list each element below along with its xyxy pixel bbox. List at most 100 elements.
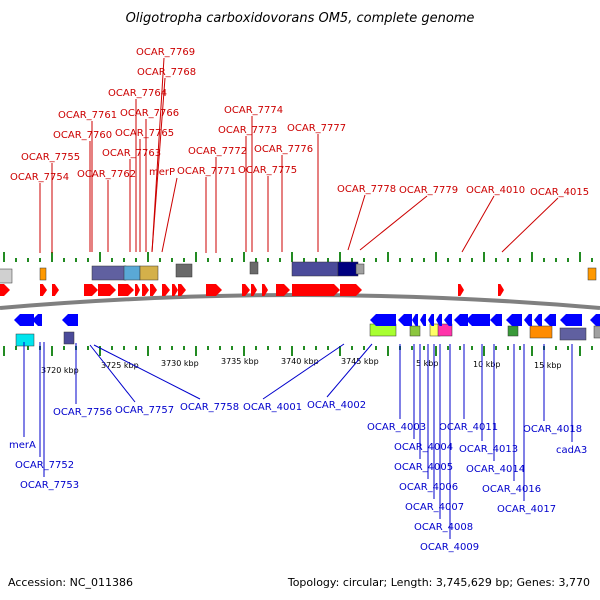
- feature-block: [559, 327, 587, 341]
- gene-label-cada3: cadA3: [556, 445, 587, 456]
- gene-label-ocar-4003: OCAR_4003: [367, 422, 426, 433]
- gene-label-ocar-7760: OCAR_7760: [53, 130, 112, 141]
- gene-arrow-forward: [40, 284, 47, 296]
- gene-arrow-forward: [178, 284, 186, 296]
- gene-arrow-reverse: [490, 314, 502, 326]
- feature-block: [337, 261, 359, 277]
- gene-label-ocar-4016: OCAR_4016: [482, 484, 541, 495]
- feature-block: [175, 263, 193, 278]
- feature-block: [355, 263, 365, 275]
- gene-arrow-forward: [242, 284, 250, 296]
- gene-arrow-forward: [251, 284, 257, 296]
- gene-arrow-forward: [458, 284, 464, 296]
- feature-block: [139, 265, 159, 281]
- gene-label-ocar-7753: OCAR_7753: [20, 480, 79, 491]
- feature-block: [587, 267, 597, 281]
- scale-label-5-kbp: 5 kbp: [416, 359, 438, 368]
- gene-label-ocar-4008: OCAR_4008: [414, 522, 473, 533]
- gene-arrow-reverse: [544, 314, 556, 326]
- gene-arrow-reverse: [524, 314, 532, 326]
- gene-arrow-reverse: [70, 314, 78, 326]
- gene-label-ocar-7754: OCAR_7754: [10, 172, 69, 183]
- label-leader-ocar-4002: [326, 343, 373, 398]
- label-leader-ocar-7778: [347, 194, 366, 251]
- label-leader-ocar-4015: [501, 197, 559, 253]
- gene-arrow-forward: [206, 284, 222, 296]
- genome-backbone: [0, 293, 600, 310]
- feature-block: [291, 261, 339, 277]
- gene-label-ocar-4004: OCAR_4004: [394, 442, 453, 453]
- tick-layer: [3, 252, 593, 356]
- scale-label-15-kbp: 15 kbp: [534, 361, 562, 370]
- gene-arrow-reverse: [506, 314, 522, 326]
- gene-label-ocar-4014: OCAR_4014: [466, 464, 525, 475]
- gene-label-mera: merA: [9, 440, 36, 451]
- gene-arrow-forward: [142, 284, 149, 296]
- feature-block: [593, 325, 600, 339]
- gene-arrow-reverse: [444, 314, 452, 326]
- gene-label-ocar-4005: OCAR_4005: [394, 462, 453, 473]
- forward-gene-labels: OCAR_7754OCAR_7755OCAR_7760OCAR_7761OCAR…: [10, 47, 589, 253]
- gene-arrow-forward: [118, 284, 134, 296]
- gene-label-ocar-7755: OCAR_7755: [21, 152, 80, 163]
- gene-arrow-forward: [498, 284, 504, 296]
- label-leader-ocar-4001: [262, 343, 345, 400]
- gene-label-ocar-4011: OCAR_4011: [439, 422, 498, 433]
- gene-arrow-reverse: [412, 314, 418, 326]
- feature-block: [249, 261, 259, 275]
- gene-layer: [0, 284, 600, 326]
- gene-label-ocar-4001: OCAR_4001: [243, 402, 302, 413]
- gene-label-ocar-7758: OCAR_7758: [180, 402, 239, 413]
- gene-arrow-reverse: [398, 314, 412, 326]
- gene-arrow-reverse: [370, 314, 396, 326]
- gene-label-ocar-7766: OCAR_7766: [120, 108, 179, 119]
- feature-block: [0, 268, 13, 284]
- gene-label-ocar-7778: OCAR_7778: [337, 184, 396, 195]
- gene-label-ocar-7756: OCAR_7756: [53, 407, 112, 418]
- gene-label-ocar-4009: OCAR_4009: [420, 542, 479, 553]
- gene-arrow-forward: [150, 284, 157, 296]
- gene-arrow-forward: [276, 284, 290, 296]
- scale-label-3740-kbp: 3740 kbp: [281, 357, 319, 366]
- feature-block: [409, 325, 421, 337]
- label-leader-ocar-7758: [93, 344, 201, 400]
- gene-label-ocar-4006: OCAR_4006: [399, 482, 458, 493]
- gene-label-ocar-7769: OCAR_7769: [136, 47, 195, 58]
- gene-label-ocar-7752: OCAR_7752: [15, 460, 74, 471]
- gene-label-ocar-7765: OCAR_7765: [115, 128, 174, 139]
- gene-label-ocar-4007: OCAR_4007: [405, 502, 464, 513]
- genome-summary-text: Topology: circular; Length: 3,745,629 bp…: [287, 576, 590, 589]
- gene-arrow-reverse: [590, 314, 600, 326]
- gene-label-ocar-7761: OCAR_7761: [58, 110, 117, 121]
- gene-label-merp: merP: [149, 167, 175, 178]
- gene-label-ocar-7773: OCAR_7773: [218, 125, 277, 136]
- gene-arrow-reverse: [14, 314, 34, 326]
- gene-label-ocar-7768: OCAR_7768: [137, 67, 196, 78]
- map-title: Oligotropha carboxidovorans OM5, complet…: [126, 11, 475, 26]
- gene-arrow-forward: [262, 284, 268, 296]
- gene-arrow-forward: [98, 284, 116, 296]
- gene-arrow-reverse: [32, 314, 42, 326]
- gene-label-ocar-7764: OCAR_7764: [108, 88, 167, 99]
- scale-label-3730-kbp: 3730 kbp: [161, 359, 199, 368]
- feature-layer: [0, 261, 600, 347]
- gene-arrow-forward: [84, 284, 98, 296]
- gene-arrow-reverse: [436, 314, 442, 326]
- gene-arrow-forward: [340, 284, 362, 296]
- scale-label-3735-kbp: 3735 kbp: [221, 357, 259, 366]
- gene-label-ocar-7771: OCAR_7771: [177, 166, 236, 177]
- gene-label-ocar-7777: OCAR_7777: [287, 123, 346, 134]
- gene-arrow-forward: [172, 284, 178, 296]
- gene-arrow-reverse: [534, 314, 542, 326]
- gene-arrow-forward: [162, 284, 170, 296]
- gene-arrow-reverse: [466, 314, 490, 326]
- gene-label-ocar-7779: OCAR_7779: [399, 185, 458, 196]
- scale-label-10-kbp: 10 kbp: [473, 360, 501, 369]
- gene-label-ocar-4015: OCAR_4015: [530, 187, 589, 198]
- gene-label-ocar-7762: OCAR_7762: [77, 169, 136, 180]
- gene-label-ocar-4018: OCAR_4018: [523, 424, 582, 435]
- gene-label-ocar-4002: OCAR_4002: [307, 400, 366, 411]
- label-leader-ocar-4010: [461, 195, 495, 253]
